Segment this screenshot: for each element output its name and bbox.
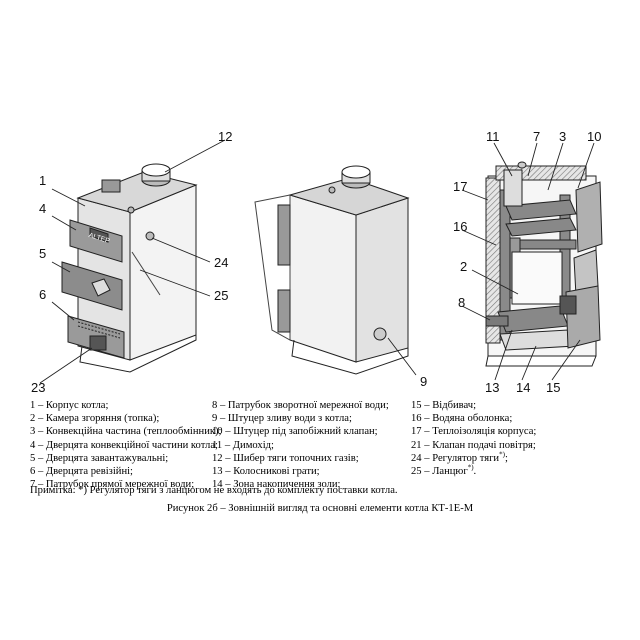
- cutaway-view: [461, 142, 603, 381]
- door-4: [69, 219, 123, 263]
- brand-plate: [89, 227, 109, 243]
- callout-7: 7: [533, 129, 540, 144]
- legend-item: 13 – Колосникові грати;: [212, 465, 320, 477]
- flue-11: [503, 169, 523, 207]
- front-view: ALTEP: [39, 139, 226, 384]
- callout-23: 23: [31, 380, 45, 395]
- callout-12: 12: [218, 129, 232, 144]
- legend-item: 12 – Шибер тяги топочних газів;: [212, 452, 359, 464]
- rear-view: [254, 165, 417, 376]
- drain-fitting: [373, 327, 387, 341]
- legend-item: 1 – Корпус котла;: [30, 400, 109, 411]
- callout-5: 5: [39, 246, 46, 261]
- callout-8: 8: [458, 295, 465, 310]
- legend-item-label: 24 – Регулятор тяги: [411, 452, 500, 464]
- figure-caption: Рисунок 2б – Зовнішній вигляд та основні…: [166, 503, 474, 514]
- legend-item: 7 – Патрубок прямої мережної води;: [30, 479, 195, 491]
- legend-item: 24 – Регулятор тяги*);: [411, 450, 508, 464]
- legend-item: 2 – Камера згоряння (топка);: [30, 413, 160, 425]
- boiler-side: [129, 184, 197, 361]
- legend-item: 4 – Дверцята конвекційної частини котла;: [30, 439, 218, 451]
- footnote-mark: *): [499, 450, 505, 459]
- callout-17: 17: [453, 179, 467, 194]
- legend-item: 5 – Дверцята завантажувальні;: [30, 452, 169, 464]
- legend-item: 3 – Конвекційна частина (теплообмінник);: [30, 426, 222, 438]
- callout-2: 2: [460, 259, 467, 274]
- callout-25: 25: [214, 288, 228, 303]
- boiler-rear-side: [289, 194, 357, 363]
- legend-item: 21 – Клапан подачі повітря;: [411, 439, 536, 451]
- boiler-diagram: ALTEP: [31, 129, 603, 395]
- legend-column-1: 1 – Корпус котла; 2 – Камера згоряння (т…: [30, 399, 222, 491]
- callout-3: 3: [559, 129, 566, 144]
- legend-item: 6 – Дверцята ревізійні;: [30, 465, 134, 477]
- legend-item: 14 – Зона накопичення золи;: [212, 479, 341, 491]
- legend-item: 11 – Димохід;: [212, 439, 274, 451]
- legend-column-3: 15 – Відбивач; 16 – Водяна оболонка; 17 …: [411, 399, 536, 478]
- callout-16: 16: [453, 219, 467, 234]
- callout-14: 14: [516, 380, 530, 395]
- legend-item: 15 – Відбивач;: [411, 400, 477, 411]
- callout-24: 24: [214, 255, 228, 270]
- footnote-mark: *): [467, 463, 474, 472]
- firebox-2: [511, 251, 563, 305]
- footnote-text: Примітка: *) Регулятор тяги з ланцюгом н…: [30, 485, 398, 496]
- door-5: [61, 261, 123, 311]
- legend-item: 25 – Ланцюг*).: [411, 463, 477, 477]
- legend-column-2: 8 – Патрубок зворотної мережної води; 9 …: [212, 399, 389, 491]
- callout-4: 4: [39, 201, 46, 216]
- legend-item-label: 25 – Ланцюг: [411, 465, 468, 477]
- legend-item: 10 – Штуцер під запобіжний клапан;: [212, 426, 378, 438]
- callout-6: 6: [39, 287, 46, 302]
- callout-9: 9: [420, 374, 427, 389]
- callout-10: 10: [587, 129, 601, 144]
- callout-13: 13: [485, 380, 499, 395]
- legend-item: 9 – Штуцер зливу води з котла;: [212, 413, 352, 425]
- legend-item: 16 – Водяна оболонка;: [411, 413, 513, 425]
- callout-1: 1: [39, 173, 46, 188]
- callout-11: 11: [486, 129, 500, 144]
- legend-item: 8 – Патрубок зворотної мережної води;: [212, 400, 389, 411]
- callout-15: 15: [546, 380, 560, 395]
- legend-item: 17 – Теплоізоляція корпуса;: [411, 426, 537, 438]
